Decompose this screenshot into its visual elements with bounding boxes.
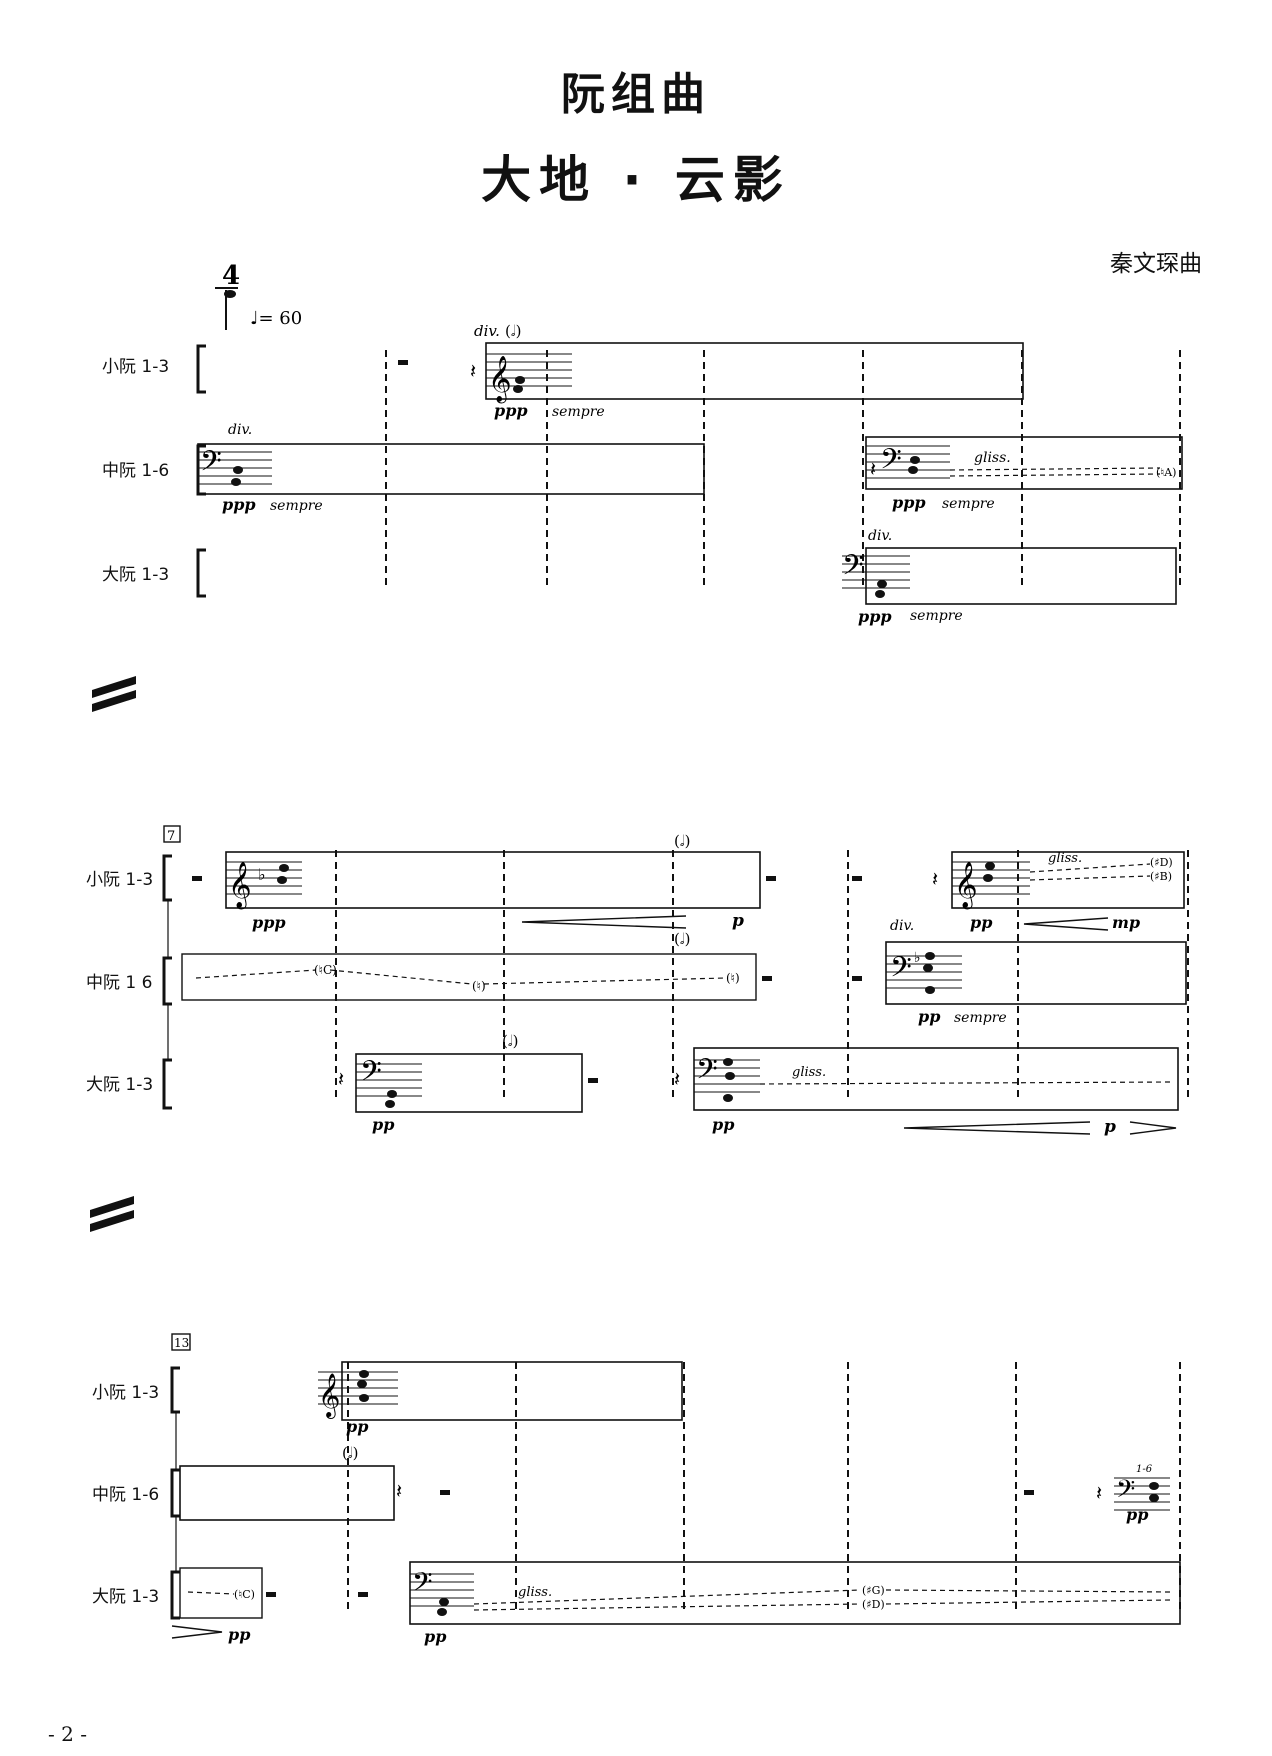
- dyn-ppp-1: ppp: [494, 401, 528, 420]
- sempre-1: sempre: [552, 404, 605, 420]
- note-a: (♮A): [1156, 466, 1176, 479]
- system-separator-2: [90, 1196, 134, 1232]
- label-daruan-3: 大阮 1-3: [92, 1587, 160, 1607]
- svg-text:𝄞: 𝄞: [954, 862, 978, 910]
- dyn-mp-1: mp: [1112, 913, 1140, 932]
- svg-text:𝄽: 𝄽: [870, 457, 876, 481]
- note-d: (♯D): [1150, 856, 1173, 869]
- div-marking-4: div.: [890, 918, 914, 934]
- svg-text:𝄽: 𝄽: [932, 867, 938, 891]
- svg-text:𝄢: 𝄢: [880, 443, 902, 483]
- svg-text:♭: ♭: [914, 950, 921, 966]
- svg-text:𝄞: 𝄞: [228, 862, 252, 910]
- note-d-2: (♯D): [862, 1598, 885, 1611]
- svg-text:♭: ♭: [258, 865, 266, 884]
- label-zhongruan-3: 中阮 1-6: [92, 1485, 160, 1505]
- tempo-marking: ♩= 60: [250, 308, 302, 329]
- half-note-3: (𝅗𝅥): [674, 930, 690, 948]
- rehearsal-7: 7: [167, 829, 175, 844]
- note-g: (♯G): [862, 1584, 885, 1597]
- dyn-pp-5: pp: [346, 1417, 368, 1436]
- label-daruan-2: 大阮 1-3: [86, 1075, 154, 1095]
- label-zhongruan-2: 中阮 1 6: [86, 973, 153, 993]
- composer: 秦文琛曲: [1110, 251, 1202, 277]
- div-1-6: 1-6: [1136, 1464, 1153, 1475]
- svg-text:𝄢: 𝄢: [200, 445, 222, 485]
- page-number: - 2 -: [48, 1722, 87, 1746]
- svg-text:𝄽: 𝄽: [1096, 1481, 1102, 1505]
- sempre-3: sempre: [942, 496, 995, 512]
- dyn-pp-8: pp: [424, 1627, 446, 1646]
- dyn-ppp-5: ppp: [252, 913, 286, 932]
- svg-text:𝄽: 𝄽: [338, 1067, 344, 1091]
- svg-text:𝄽: 𝄽: [396, 1479, 402, 1503]
- half-note-2: (𝅗𝅥): [674, 832, 690, 850]
- dyn-p-1: p: [732, 911, 744, 931]
- suite-title: 阮组曲: [561, 69, 711, 120]
- dyn-pp-2: pp: [918, 1007, 940, 1026]
- system-separator-1: [92, 676, 136, 712]
- svg-text:𝄢: 𝄢: [842, 549, 864, 589]
- dyn-ppp-4: ppp: [858, 607, 892, 626]
- svg-text:𝄢: 𝄢: [1116, 1475, 1135, 1510]
- div-marking-1: div.: [474, 322, 500, 340]
- svg-text:𝄽: 𝄽: [470, 359, 476, 383]
- label-xiaoruan-3: 小阮 1-3: [92, 1383, 160, 1403]
- nat-2: (♮): [726, 971, 740, 985]
- svg-text:𝄞: 𝄞: [318, 1373, 340, 1419]
- half-note-1: (𝅗𝅥): [505, 322, 521, 340]
- label-xiaoruan-2: 小阮 1-3: [86, 870, 154, 890]
- time-signature: 4: [222, 261, 240, 291]
- svg-text:𝄽: 𝄽: [674, 1067, 680, 1091]
- half-note-5: (𝅗𝅥): [342, 1444, 358, 1462]
- svg-text:𝄢: 𝄢: [696, 1053, 718, 1093]
- dyn-pp-7: pp: [228, 1625, 250, 1644]
- sempre-2: sempre: [270, 498, 323, 514]
- sempre-5: sempre: [954, 1010, 1007, 1026]
- half-note-4: (𝅗𝅥): [502, 1032, 518, 1050]
- label-xiaoruan-1: 小阮 1-3: [102, 357, 170, 377]
- svg-text:𝄢: 𝄢: [360, 1055, 382, 1095]
- dyn-pp-6: pp: [1126, 1505, 1148, 1524]
- svg-text:𝄞: 𝄞: [488, 356, 512, 404]
- note-c-1: (♮C): [314, 963, 337, 977]
- gliss-2: gliss.: [1048, 851, 1082, 866]
- note-b: (♯B): [1150, 870, 1172, 883]
- dyn-ppp-2: ppp: [222, 495, 256, 514]
- sempre-4: sempre: [910, 608, 963, 624]
- gliss-3: gliss.: [792, 1065, 826, 1080]
- div-marking-3: div.: [868, 528, 892, 544]
- svg-text:𝄢: 𝄢: [890, 951, 912, 991]
- label-daruan-1: 大阮 1-3: [102, 565, 170, 585]
- gliss-4: gliss.: [518, 1585, 552, 1600]
- div-marking-2: div.: [228, 422, 252, 438]
- dyn-pp-4: pp: [712, 1115, 734, 1134]
- dyn-ppp-3: ppp: [892, 493, 926, 512]
- dyn-pp-1: pp: [970, 913, 992, 932]
- dyn-pp-3: pp: [372, 1115, 394, 1134]
- piece-title: 大地 · 云影: [481, 151, 791, 209]
- rehearsal-13: 13: [174, 1336, 189, 1350]
- label-zhongruan-1: 中阮 1-6: [102, 461, 170, 481]
- svg-text:𝄢: 𝄢: [412, 1566, 433, 1604]
- nat-1: (♮): [472, 979, 486, 993]
- dyn-p-2: p: [1104, 1117, 1116, 1137]
- note-c-2: (♮C): [234, 1588, 255, 1601]
- gliss-1: gliss.: [974, 450, 1011, 466]
